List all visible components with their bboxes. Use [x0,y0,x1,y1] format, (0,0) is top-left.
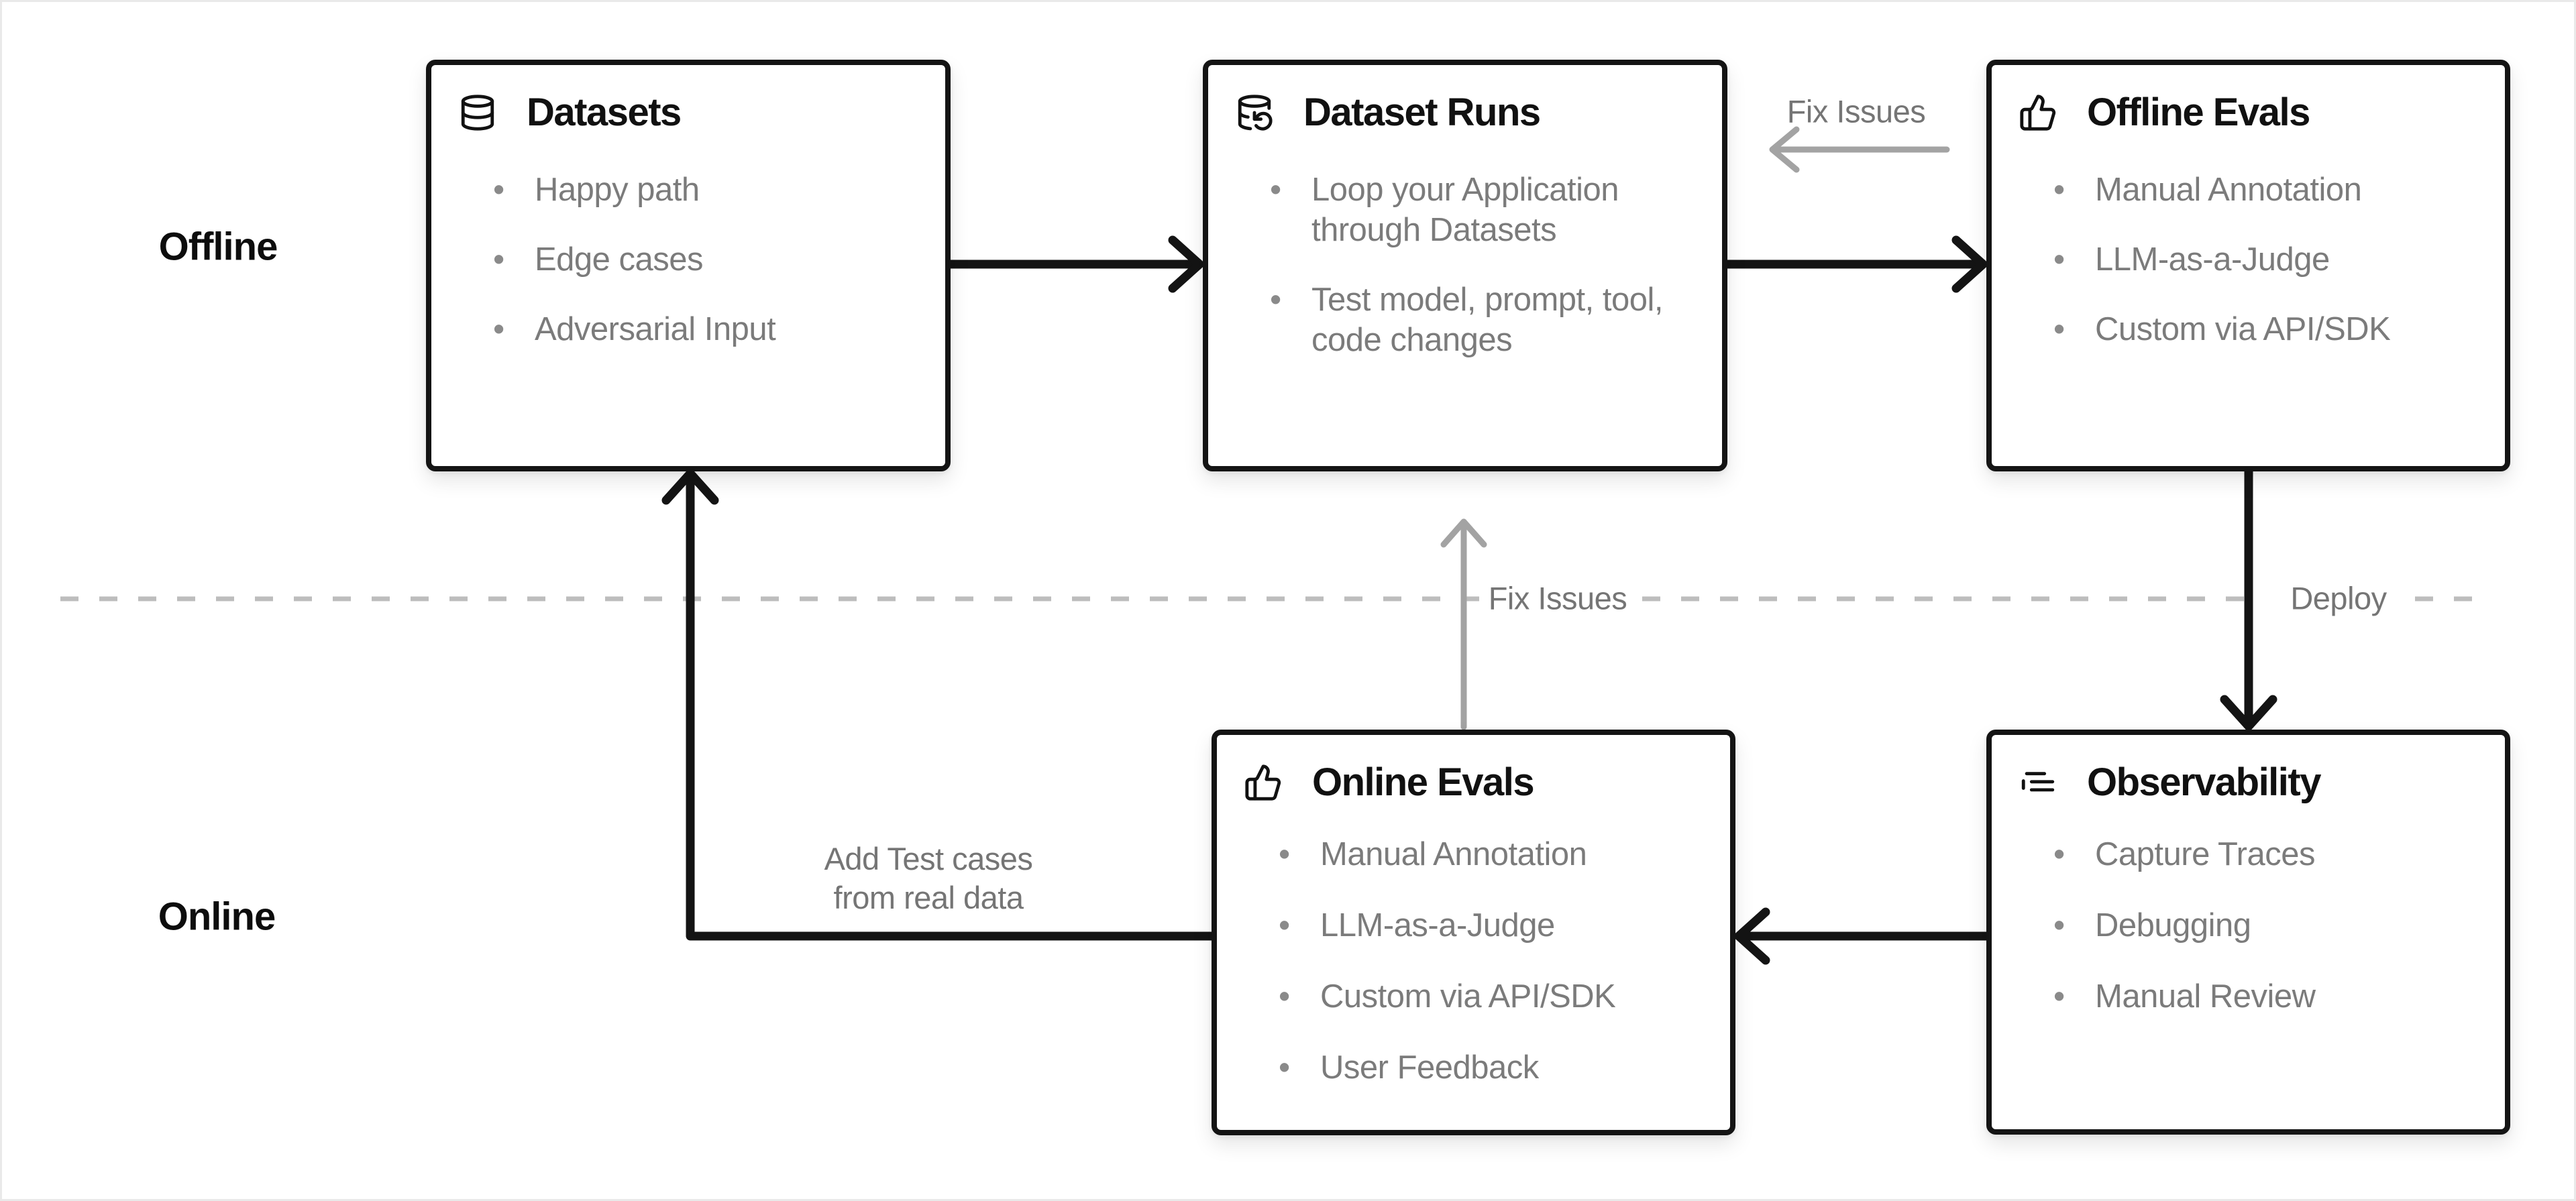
database-icon [458,93,497,132]
logs-icon [2019,763,2057,802]
list-item: LLM-as-a-Judge [1279,905,1703,946]
arrow-fix-issues-top [1769,126,1950,173]
list-item: LLM-as-a-Judge [2053,239,2478,280]
datasets-header: Datasets [458,92,918,133]
list-item: Manual Annotation [2053,170,2478,210]
online-evals-header: Online Evals [1244,762,1703,803]
thumbs-up-icon [1244,763,1283,802]
arrow-datasets-to-dataset-runs [946,235,1204,293]
dataset-runs-list: Loop your Application through Datasets T… [1235,170,1695,360]
offline-evals-box: Offline Evals Manual Annotation LLM-as-a… [1986,60,2510,471]
observability-title: Observability [2087,760,2321,804]
add-test-cases-label: Add Test cases from real data [824,840,1033,917]
offline-evals-header: Offline Evals [2019,92,2478,133]
dataset-runs-title: Dataset Runs [1303,91,1541,134]
offline-evals-list: Manual Annotation LLM-as-a-Judge Custom … [2019,170,2478,349]
list-item: Custom via API/SDK [1279,976,1703,1017]
offline-evals-title: Offline Evals [2087,91,2310,134]
observability-list: Capture Traces Debugging Manual Review [2019,834,2478,1017]
arrow-fix-issues-mid [1440,518,1487,730]
fix-issues-mid-label: Fix Issues [1488,580,1627,616]
dataset-runs-box: Dataset Runs Loop your Application throu… [1203,60,1727,471]
online-evals-list: Manual Annotation LLM-as-a-Judge Custom … [1244,834,1703,1088]
arrow-offline-evals-to-observability-deploy [2220,467,2277,731]
datasets-title: Datasets [527,91,682,134]
add-test-cases-line1: Add Test cases [824,841,1033,876]
list-item: Happy path [493,170,918,210]
list-item: Manual Review [2053,976,2478,1017]
observability-header: Observability [2019,762,2478,803]
online-evals-title: Online Evals [1312,760,1535,804]
arrow-dataset-runs-to-offline-evals [1723,235,1988,293]
list-item: Adversarial Input [493,309,918,349]
list-item: Test model, prompt, tool, code changes [1270,280,1695,360]
list-item: Custom via API/SDK [2053,309,2478,349]
list-item: Manual Annotation [1279,834,1703,874]
fix-issues-top-label: Fix Issues [1786,93,1926,129]
datasets-box: Datasets Happy path Edge cases Adversari… [426,60,951,471]
online-lane-label: Online [158,895,276,939]
list-item: Loop your Application through Datasets [1270,170,1687,250]
dataset-runs-header: Dataset Runs [1235,92,1695,133]
offline-lane-label: Offline [158,225,278,269]
online-evals-box: Online Evals Manual Annotation LLM-as-a-… [1212,730,1735,1135]
deploy-label: Deploy [2290,580,2387,616]
arrow-observability-to-online-evals [1734,907,1991,965]
add-test-cases-line2: from real data [833,880,1024,915]
list-item: User Feedback [1279,1047,1703,1088]
observability-box: Observability Capture Traces Debugging M… [1986,730,2510,1135]
datasets-list: Happy path Edge cases Adversarial Input [458,170,918,349]
thumbs-up-icon [2019,93,2057,132]
list-item: Capture Traces [2053,834,2478,874]
database-loop-icon [1235,93,1274,132]
list-item: Edge cases [493,239,918,280]
list-item: Debugging [2053,905,2478,946]
